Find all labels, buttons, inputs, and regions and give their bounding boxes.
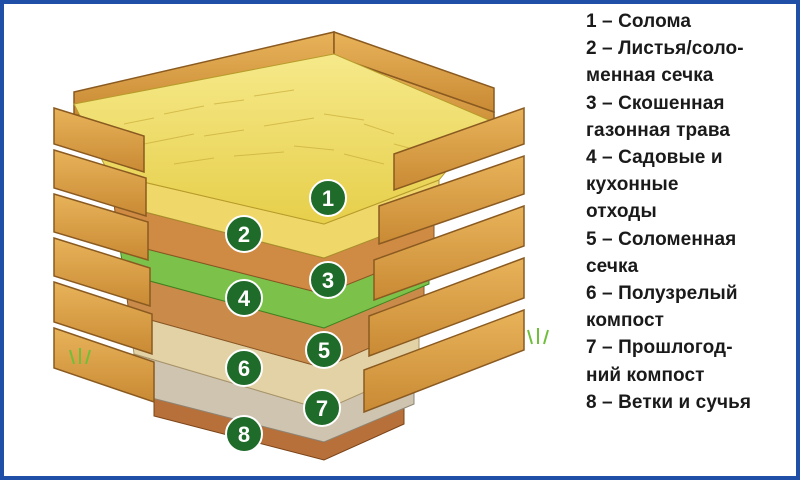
left-wall (53, 106, 155, 404)
svg-text:5: 5 (318, 338, 330, 363)
svg-text:7: 7 (316, 396, 328, 421)
legend-line: сечка (586, 255, 639, 277)
badge-4: 4 (225, 279, 263, 317)
compost-layers (73, 53, 490, 461)
legend-line: 3 – Скошенная (586, 92, 725, 114)
legend-line: 1 – Солома (586, 11, 692, 32)
legend-line: менная сечка (586, 65, 714, 87)
badge-2: 2 (225, 215, 263, 253)
svg-text:6: 6 (238, 356, 250, 381)
badge-3: 3 (309, 261, 347, 299)
badge-6: 6 (225, 349, 263, 387)
compost-bin-illustration: 1 2 3 4 5 6 7 8 (53, 30, 549, 461)
badge-7: 7 (303, 389, 341, 427)
legend-line: 5 – Соломенная (586, 228, 737, 250)
svg-text:1: 1 (322, 186, 334, 211)
legend-line: 6 – Полузрелый (586, 283, 738, 305)
svg-text:2: 2 (238, 222, 250, 247)
layer-legend: 1 – Солома 2 – Листья/соло- менная сечка… (586, 8, 796, 416)
badge-5: 5 (305, 331, 343, 369)
legend-line: 8 – Ветки и сучья (586, 391, 752, 413)
badge-1: 1 (309, 179, 347, 217)
right-wall (363, 106, 525, 414)
legend-line: отходы (586, 201, 657, 223)
legend-line: 2 – Листья/соло- (586, 38, 744, 60)
layer-badges: 1 2 3 4 5 6 7 8 (225, 179, 347, 453)
grass-tufts (69, 328, 549, 365)
legend-line: кухонные (586, 174, 679, 196)
svg-text:8: 8 (238, 422, 250, 447)
legend-line: 7 – Прошлогод- (586, 337, 733, 359)
legend-line: газонная трава (586, 119, 731, 141)
legend-line: ний компост (586, 364, 705, 386)
svg-text:3: 3 (322, 268, 334, 293)
legend-line: 4 – Садовые и (586, 147, 723, 169)
svg-text:4: 4 (238, 286, 251, 311)
badge-8: 8 (225, 415, 263, 453)
legend-line: компост (586, 310, 665, 332)
